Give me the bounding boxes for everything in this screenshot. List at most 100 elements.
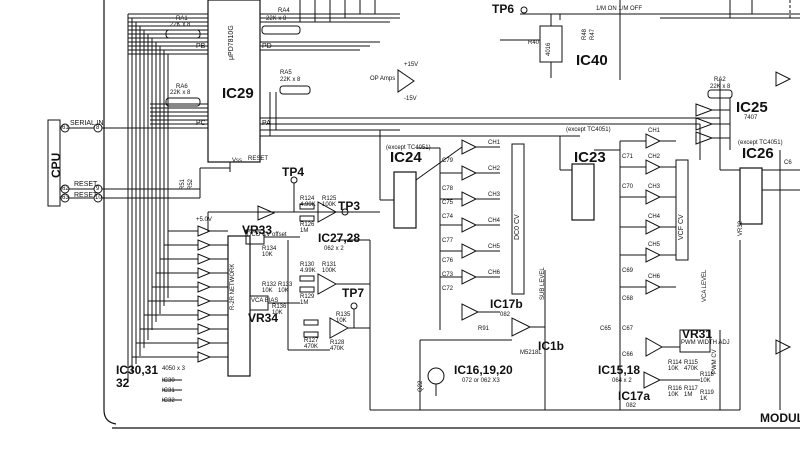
pb-bus [128,13,208,55]
q22-transistor [427,367,445,385]
misc-vr32: VR32 [738,220,744,236]
op-amps-label: OP Amps [370,76,396,82]
cap-c78: C78 [442,186,454,192]
cap-c75: C75 [442,200,454,206]
misc-r51: R51 [180,178,186,190]
sub-level-label: SUB LEVEL [540,267,546,300]
ic23-ch5: CH5 [648,242,661,248]
tp7-point [350,302,358,310]
tp7-amp [329,317,350,339]
res-r135: R135 [336,312,351,318]
res-r126v: 1M [300,228,309,234]
ic25-buffers [695,98,731,150]
res-r135v: 10K [336,318,347,324]
res-r115: R115 [684,360,698,366]
res-r118: R118 [700,372,714,378]
cap-c76: C76 [442,258,454,264]
ra2-value: 22K x 8 [710,84,731,90]
res-r132: R132 [262,282,277,288]
res-r116v: 10K [668,392,679,398]
ic24-except: (except TC4051) [386,145,431,151]
vcf-cv-bar [675,159,689,261]
r2r-network [227,235,251,377]
ra1-label: RA1 [176,16,188,22]
ic30-list-0: IC30 [162,378,175,384]
res-r136: R136 [272,304,287,310]
ic17b-type: 082 [500,312,511,318]
ic1b-type: M5218L [520,350,542,356]
serial-in-label: SERIAL IN [70,120,104,127]
module-label: MODUL [760,411,800,425]
vr34-label: VR34 [248,311,279,325]
ic27-amp-b [317,201,338,223]
ic24-ch1: CH1 [488,140,501,146]
ic24-ch4: CH4 [488,218,501,224]
port-reset: RESET [248,156,269,162]
ic16-label: IC16,19,20 [454,363,513,377]
pin-10: 10 [95,195,102,201]
ic29-box [207,0,261,163]
ic23-except: (except TC4051) [566,127,611,133]
res-r131v: 100K [322,268,337,274]
cap-c73: C73 [442,272,454,278]
ic24-channels [415,139,500,285]
cap-c70: C70 [622,184,634,190]
res-r129v: 1M [300,300,309,306]
ic23-ch1: CH1 [648,128,661,134]
ic28-amp [317,273,338,295]
ic23-ch3: CH3 [648,184,661,190]
ic15-amp [645,337,664,357]
cap-c72: C72 [442,286,454,292]
ic17a-label: IC17a [618,389,651,403]
misc-r40: R40 [528,40,540,46]
port-pc: PC [196,120,206,127]
vcf-cv-label: VCF CV [678,214,685,240]
vr31-box [679,329,711,353]
ic30-list-2: IC32 [162,398,175,404]
res-r136v: 10K [272,310,283,316]
pin-62: 62 [62,186,69,192]
minus15-label: -15V [404,96,417,102]
ic24-ch2: CH2 [488,166,501,172]
res-r128v: 470K [330,346,345,352]
tp6-point [520,6,528,14]
res-r117: R117 [684,386,698,392]
vca-bias-label: VCA BIAS [251,298,279,304]
tp6-label: TP6 [492,2,515,16]
misc-r52: R52 [188,178,194,190]
r2r-label: R-2R NETWORK [230,263,236,310]
ic15-label: IC15,18 [598,363,641,377]
vca-level-label: VCA LEVEL [702,269,708,302]
misc-r48: R48 [582,28,588,40]
ic29-part: μPD7810G [228,25,235,60]
tp7-label: TP7 [342,286,365,300]
ra5-array [279,85,311,95]
misc-c6: C6 [784,160,792,166]
cap-c68: C68 [622,296,634,302]
ic23-ch4: CH4 [648,214,661,220]
res-r127v: 470K [304,344,319,350]
res-r115v: 470K [684,366,699,372]
ic17b-label: IC17b [490,297,523,311]
port-pb: PB [196,43,206,50]
res-r132v: 10K [262,288,273,294]
res-r127: R127 [304,338,319,344]
res-r130v: 4.99K [300,268,316,274]
res-r134v: 10K [262,252,273,258]
ic25-type: 7407 [744,115,758,121]
ra1-value: 22K x 8 [170,22,191,28]
ic26-except: (except TC4051) [738,140,783,146]
pin-9: 9 [96,186,100,192]
cpu-connector [47,119,61,207]
port-vss: Vss [232,158,243,164]
res-r117v: 1M [684,392,693,398]
cap-c67: C67 [622,326,634,332]
ic17b-amp [461,303,480,321]
tp3-label: TP3 [338,199,361,213]
ra5-label: RA5 [280,70,292,76]
ra2-label: RA2 [714,77,726,83]
plus15-label: +15V [404,62,419,68]
bus-bundle [127,14,169,380]
